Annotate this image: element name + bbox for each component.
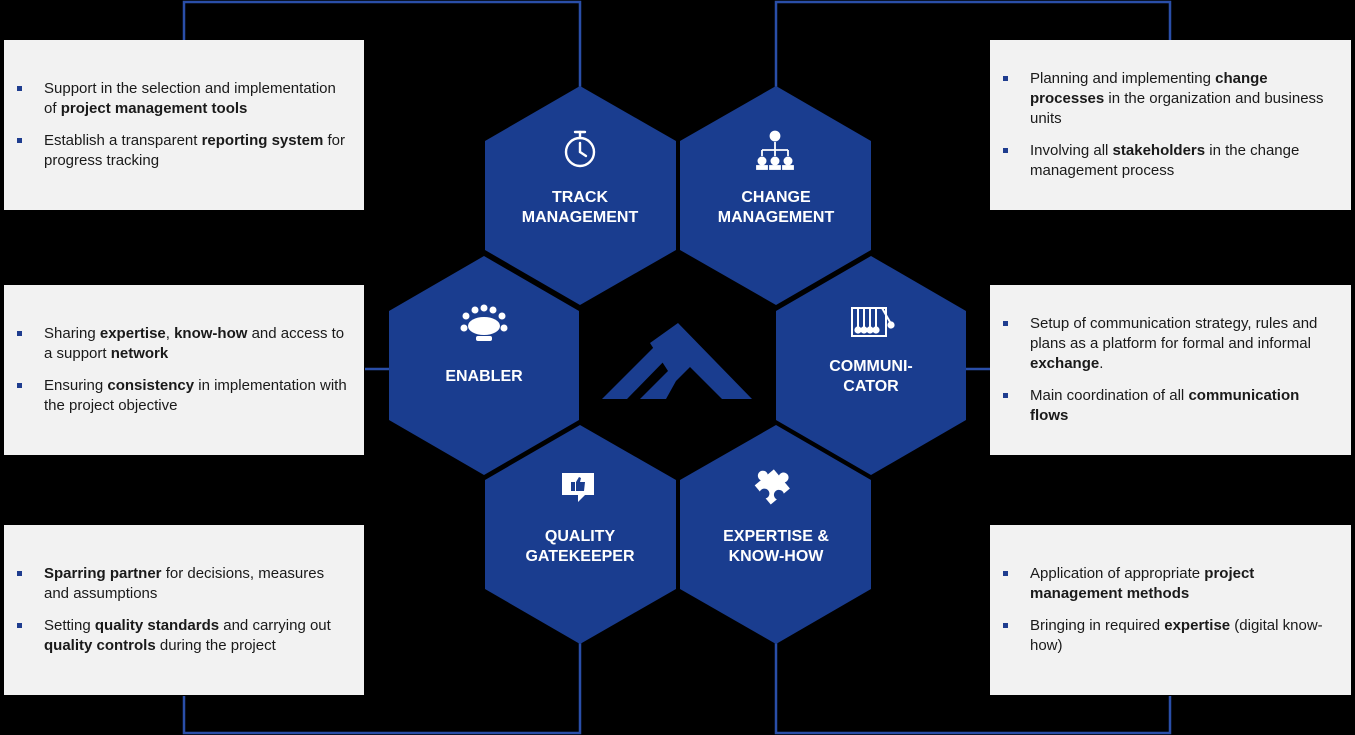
connector-quality <box>182 643 582 735</box>
bullet-bold-text: exchange <box>1030 355 1100 372</box>
bullet-text: Support in the selection and implementat… <box>44 80 336 117</box>
bullet-text: Sharing <box>44 325 100 342</box>
box-change: Planning and implementing change process… <box>990 40 1351 210</box>
bullet-text: in the change management process <box>1030 142 1300 179</box>
bullet-bold-text: project management tools <box>60 100 248 117</box>
bullet-bold-text: Sparring partner <box>44 565 162 582</box>
bullet-item: Bringing in required expertise (digital … <box>990 616 1335 656</box>
bullet-text: , <box>165 325 175 342</box>
bullet-text: Establish a transparent <box>44 132 202 149</box>
box-track: Support in the selection and implementat… <box>4 40 364 210</box>
bullet-text: for decisions, measures and assumptions <box>44 565 325 602</box>
bullet-bold-text: communication flows <box>1030 387 1300 424</box>
bullet-bold-text: reporting system <box>201 132 324 149</box>
hex-label-line: GATEKEEPER <box>525 548 635 565</box>
bullet-text: Setup of communication strategy, rules a… <box>1030 315 1318 352</box>
bullet-text: Setting <box>44 617 95 634</box>
hex-enabler-label: ENABLER <box>399 367 569 387</box>
mountain-logo-icon <box>602 323 752 399</box>
bullet-bold-text: network <box>110 345 169 362</box>
box-quality: Sparring partner for decisions, measures… <box>4 525 364 695</box>
bullet-bold-text: quality standards <box>94 617 220 634</box>
bullet-item: Ensuring consistency in implementation w… <box>4 376 348 416</box>
box-expertise: Application of appropriate project manag… <box>990 525 1351 695</box>
bullet-text: Application of appropriate <box>1030 565 1205 582</box>
hex-label-line: QUALITY <box>544 528 616 545</box>
hex-change-label: CHANGE MANAGEMENT <box>691 188 861 228</box>
bullet-text: and carrying out <box>219 617 331 634</box>
meeting-table-icon <box>460 304 508 341</box>
connector-expertise <box>774 643 1172 735</box>
connector-track <box>182 0 582 88</box>
box-enabler: Sharing expertise, know-how and access t… <box>4 285 364 455</box>
box-communicator: Setup of communication strategy, rules a… <box>990 285 1351 455</box>
bullet-item: Setting quality standards and carrying o… <box>4 616 348 656</box>
bullet-text: and access to a support <box>44 325 345 362</box>
hex-label-line: COMMUNI- <box>829 358 913 375</box>
hexagons <box>389 86 966 644</box>
bullet-item: Setup of communication strategy, rules a… <box>990 314 1335 374</box>
hex-expertise[interactable] <box>680 425 871 644</box>
hex-label-line: MANAGEMENT <box>717 209 835 226</box>
hex-label-line: ENABLER <box>445 368 523 385</box>
hex-label-line: MANAGEMENT <box>521 209 639 226</box>
bullet-text: in implementation with the project objec… <box>44 377 347 414</box>
hex-label-line: EXPERTISE & <box>723 528 829 545</box>
hex-label-line: CATOR <box>843 378 899 395</box>
hex-quality[interactable] <box>485 425 676 644</box>
bullet-text: . <box>1099 355 1104 372</box>
hex-enabler[interactable] <box>389 256 579 475</box>
puzzle-piece-icon <box>754 469 790 505</box>
hex-label-line: KNOW-HOW <box>728 548 824 565</box>
bullet-item: Sparring partner for decisions, measures… <box>4 564 348 604</box>
hex-label-line: CHANGE <box>741 189 811 206</box>
bullet-text: (digital know-how) <box>1030 617 1323 654</box>
bullet-item: Planning and implementing change process… <box>990 69 1335 129</box>
bullet-text: during the project <box>155 637 276 654</box>
bullet-bold-text: quality controls <box>44 637 156 654</box>
hex-change[interactable] <box>680 86 871 305</box>
hex-label-line: TRACK <box>552 189 608 206</box>
bullet-bold-text: know-how <box>174 325 248 342</box>
hex-track[interactable] <box>485 86 676 305</box>
bullet-bold-text: change processes <box>1030 70 1268 107</box>
bullet-text: in the organization and business units <box>1030 90 1324 127</box>
bullet-item: Main coordination of all communication f… <box>990 386 1335 426</box>
newtons-cradle-icon <box>851 307 895 337</box>
stopwatch-icon <box>564 130 596 168</box>
bullet-item: Support in the selection and implementat… <box>4 79 348 119</box>
bullet-bold-text: expertise <box>1164 617 1231 634</box>
hex-expertise-label: EXPERTISE & KNOW-HOW <box>691 527 861 567</box>
bullet-text: Ensuring <box>44 377 108 394</box>
bullet-item: Application of appropriate project manag… <box>990 564 1335 604</box>
bullet-text: Planning and implementing <box>1030 70 1216 87</box>
bullet-bold-text: project management methods <box>1030 565 1255 602</box>
connector-lines <box>182 0 1172 735</box>
hex-track-label: TRACK MANAGEMENT <box>495 188 665 228</box>
bullet-bold-text: consistency <box>107 377 195 394</box>
bullet-item: Involving all stakeholders in the change… <box>990 141 1335 181</box>
hex-communicator[interactable] <box>776 256 966 475</box>
bullet-bold-text: stakeholders <box>1112 142 1206 159</box>
bullet-bold-text: expertise <box>99 325 166 342</box>
bullet-text: for progress tracking <box>44 132 345 169</box>
hex-quality-label: QUALITY GATEKEEPER <box>495 527 665 567</box>
bullet-item: Establish a transparent reporting system… <box>4 131 348 171</box>
bullet-item: Sharing expertise, know-how and access t… <box>4 324 348 364</box>
hex-communicator-label: COMMUNI- CATOR <box>786 357 956 397</box>
org-chart-icon <box>756 130 794 170</box>
connector-change <box>774 0 1172 88</box>
bullet-text: Bringing in required <box>1030 617 1165 634</box>
thumbs-up-chat-icon <box>562 473 594 502</box>
bullet-text: Involving all <box>1030 142 1113 159</box>
bullet-text: Main coordination of all <box>1030 387 1189 404</box>
